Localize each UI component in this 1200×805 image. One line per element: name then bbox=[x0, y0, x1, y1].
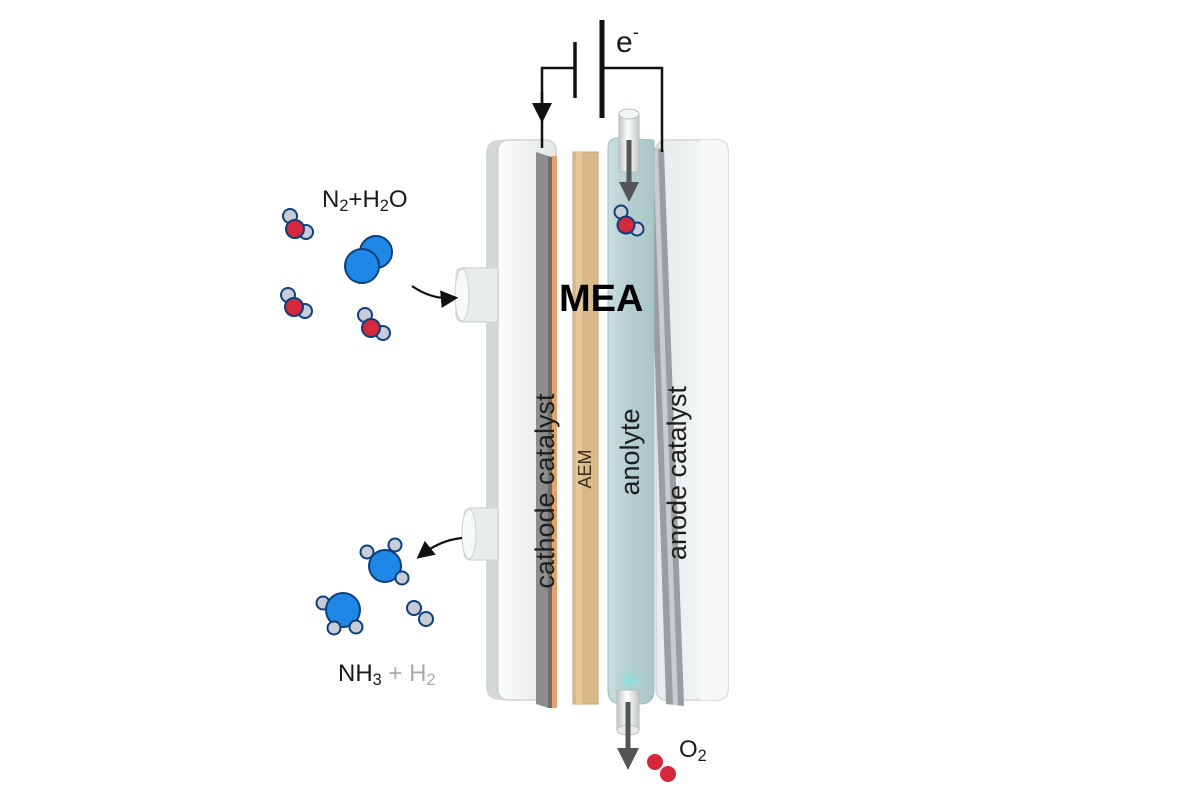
oxygen-molecule-icon bbox=[647, 754, 676, 782]
mea-label: MEA bbox=[559, 278, 644, 320]
cathode-catalyst-layer bbox=[536, 152, 557, 708]
products-label: NH3 + H2 bbox=[338, 660, 436, 690]
anode-catalyst-label: anode catalyst bbox=[662, 385, 692, 561]
anolyte-outlet-pipe bbox=[616, 689, 640, 770]
reactants-label: N2+H2O bbox=[322, 186, 408, 216]
water-molecule-icon bbox=[280, 287, 313, 319]
water-molecule-icon bbox=[282, 208, 314, 240]
hydrogen-molecule-icon bbox=[406, 600, 434, 627]
outlet-arrow bbox=[416, 536, 463, 559]
inlet-arrow bbox=[411, 285, 459, 308]
nitrogen-molecule-icon bbox=[344, 235, 393, 284]
battery-icon bbox=[532, 20, 664, 152]
water-molecule-icon bbox=[613, 204, 645, 237]
ammonia-molecule-icon bbox=[315, 592, 364, 636]
water-molecule-icon bbox=[357, 307, 391, 341]
anolyte-inlet-pipe bbox=[618, 108, 640, 202]
flow-arrow-icon bbox=[617, 748, 639, 770]
aem-label: AEM bbox=[575, 449, 595, 489]
anolyte-chamber bbox=[607, 137, 655, 705]
electron-label: e- bbox=[616, 22, 639, 59]
anolyte-label: anolyte bbox=[615, 408, 645, 496]
ammonia-molecule-icon bbox=[359, 537, 410, 586]
aem-membrane bbox=[572, 151, 599, 705]
cathode-catalyst-label: cathode catalyst bbox=[530, 393, 560, 589]
flow-arrow-icon bbox=[619, 182, 639, 202]
oxygen-label: O2 bbox=[679, 736, 707, 766]
anode-catalyst-layer bbox=[648, 146, 684, 706]
